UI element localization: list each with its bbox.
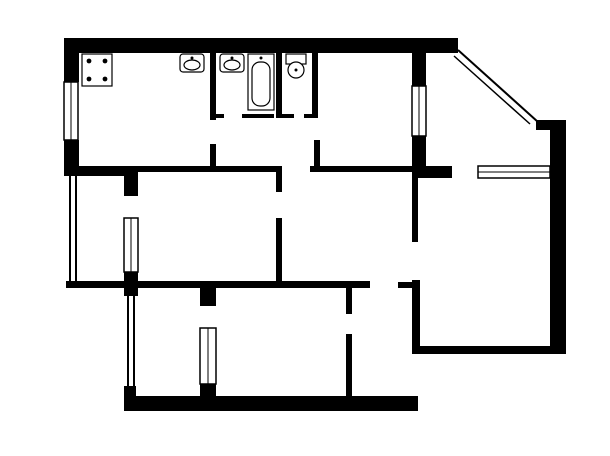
wall-kitchen-stub [210, 114, 224, 118]
wall-middle-room-right [276, 166, 282, 192]
wall-kitchen-bottom [64, 166, 138, 176]
wall-right-corner [412, 166, 452, 178]
wall-toilet-right [312, 50, 318, 118]
balconies [69, 176, 135, 396]
wall-middle-room-right-low [276, 218, 282, 284]
wall-right-upper [412, 38, 426, 86]
interior-walls [138, 50, 418, 396]
wall-bottom-room-right-low [346, 334, 352, 396]
wall-corridor-top-right [310, 166, 414, 172]
wall-living-left-2 [398, 282, 418, 288]
wall-kitchen-bath-low [210, 144, 216, 168]
wall-pillar-bottom [200, 286, 216, 306]
wall-living-top [536, 120, 566, 130]
wall-bottom-room-right [346, 286, 352, 314]
bay-window [442, 38, 539, 125]
bath-sink-icon [219, 53, 245, 73]
windows [63, 81, 551, 385]
stove-icon [81, 53, 113, 87]
wall-toilet-bottom [282, 114, 294, 118]
wall-pillar-left [124, 166, 138, 196]
bathtub-icon [247, 53, 275, 111]
bay-diagonal-inner [453, 55, 531, 125]
wall-bath-bottom [242, 114, 274, 118]
wall-between-left-rooms [66, 281, 370, 288]
wall-toilet-stub [304, 114, 318, 118]
wall-bath-toilet [276, 50, 282, 118]
bay-diagonal-outer [457, 49, 539, 123]
wall-bottom [124, 396, 418, 411]
wall-top [64, 38, 458, 53]
wall-pillar-bottom2 [200, 384, 216, 400]
wall-living-right [550, 120, 566, 354]
toilet-icon [285, 53, 307, 79]
wall-living-left-low [412, 280, 420, 354]
wall-toilet-right-low [314, 140, 320, 168]
wall-left-kitchen [64, 38, 79, 82]
wall-kitchen-bath [210, 50, 216, 120]
wall-living-left [412, 172, 418, 242]
wall-corridor-top [138, 166, 282, 172]
wall-living-top2 [550, 166, 566, 178]
wall-living-bottom [418, 346, 566, 354]
bay-wall-top [442, 38, 458, 50]
sink-icon [179, 53, 205, 73]
